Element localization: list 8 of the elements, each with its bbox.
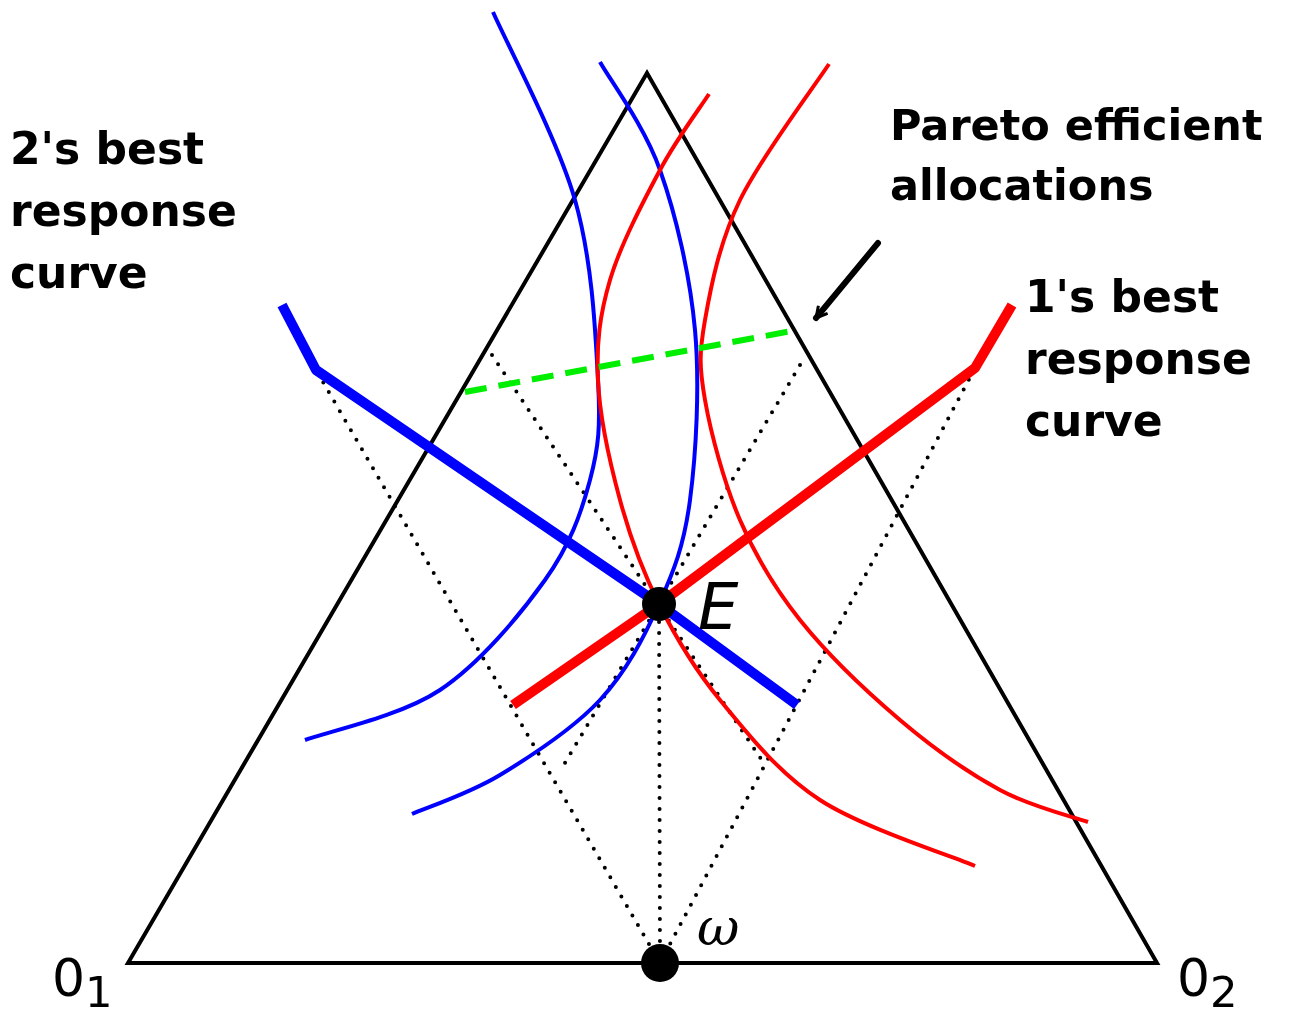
point-label: ω [697,896,741,959]
origin-label: 0$_{2}$ [1177,947,1239,1020]
curve-label: 1's best response curve [1025,270,1253,448]
point-label: E [698,570,740,644]
annotation-text: Pareto efficient allocations [889,99,1264,212]
arrow [813,240,881,321]
curve-label: 2's best response curve [10,122,238,300]
origin-label: 0$_{1}$ [52,947,114,1020]
